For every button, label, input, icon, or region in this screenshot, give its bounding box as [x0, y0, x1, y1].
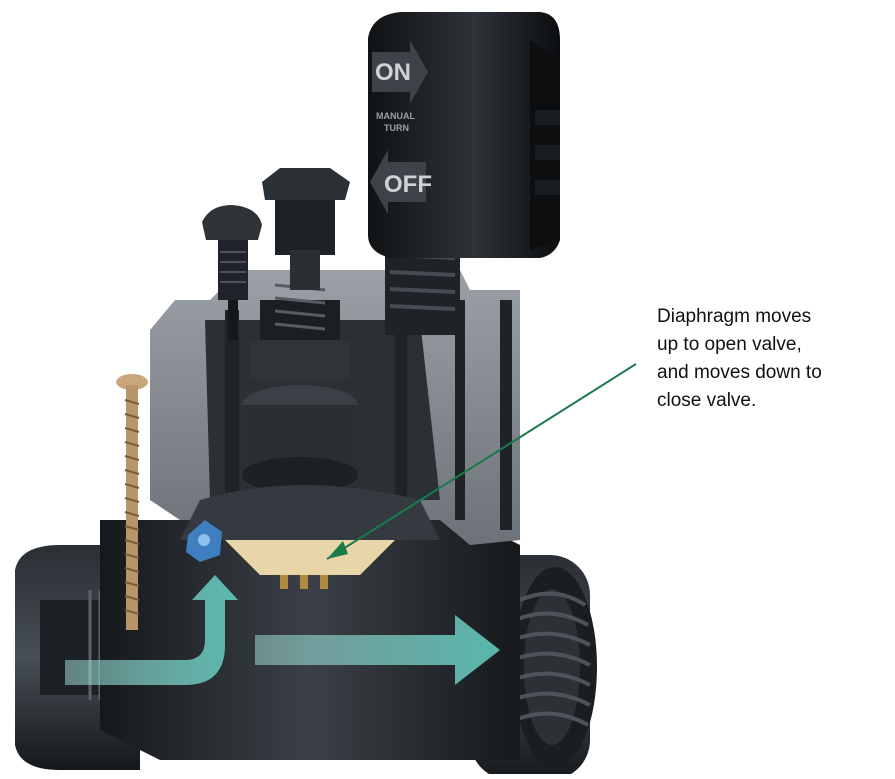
- annotation-line: up to open valve,: [657, 334, 802, 355]
- solenoid-manual-label: MANUAL: [376, 111, 415, 121]
- solenoid-on-label: ON: [375, 59, 411, 86]
- diaphragm: [225, 540, 395, 575]
- solenoid-turn-label: TURN: [384, 123, 409, 133]
- annotation-line: close valve.: [657, 390, 757, 411]
- diaphragm-assembly: [180, 283, 440, 589]
- external-bleed-screw: [202, 205, 262, 340]
- internal-bleed-lever: [186, 520, 222, 562]
- water-flow-arrows: [65, 575, 500, 685]
- annotation-line: and moves down to: [657, 362, 822, 383]
- leader-line: [326, 363, 637, 560]
- solenoid: ON MANUAL TURN OFF: [368, 12, 560, 335]
- annotation-line: Diaphragm moves: [657, 306, 812, 327]
- diaphragm-annotation: Diaphragm moves up to open valve, and mo…: [657, 303, 892, 415]
- solenoid-off-label: OFF: [384, 171, 432, 198]
- bonnet-bolt: [116, 374, 148, 630]
- leader-arrowhead: [327, 541, 348, 559]
- internal-passages: [225, 300, 512, 540]
- flow-control-handle: [262, 168, 350, 290]
